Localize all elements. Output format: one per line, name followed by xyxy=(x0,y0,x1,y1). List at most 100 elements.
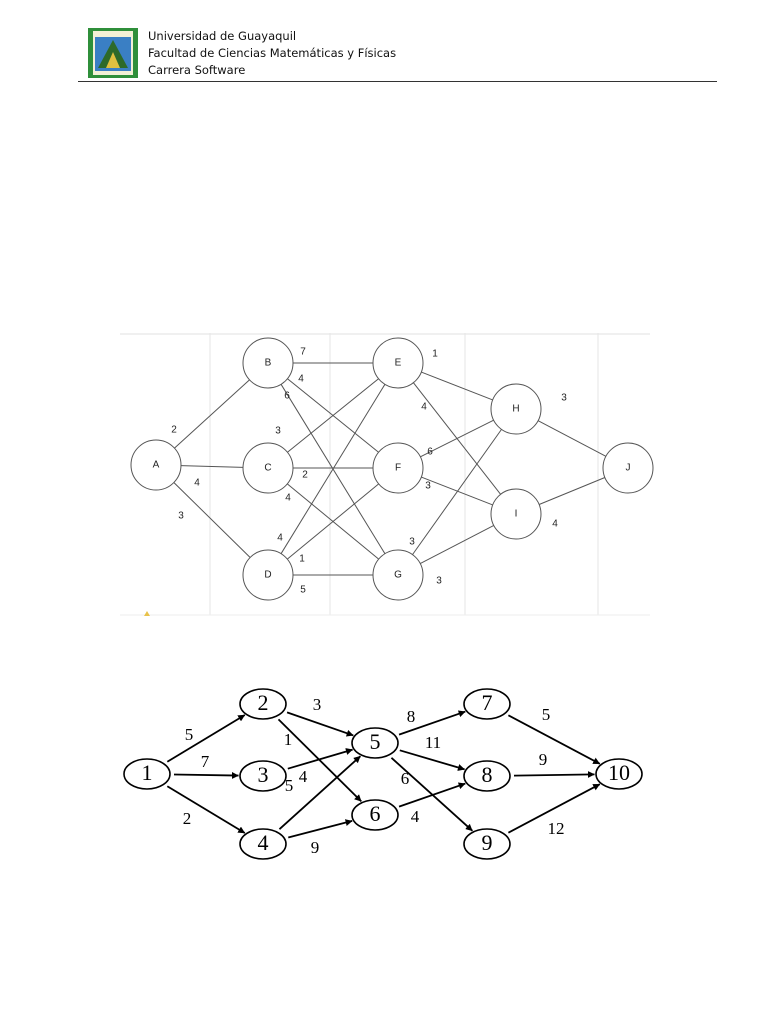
graph1-edge-G-I xyxy=(419,525,495,564)
graph1-weight-F-H: 6 xyxy=(427,447,433,458)
graph1-weight-C-G: 4 xyxy=(285,493,291,504)
university-logo xyxy=(88,28,138,78)
graph2-node-1 xyxy=(123,758,171,790)
graph1-weight-A-D: 3 xyxy=(178,511,184,522)
university-name: Universidad de Guayaquil xyxy=(148,29,297,43)
graph2-edge-1-3 xyxy=(173,771,239,779)
graph1-weight-G-I: 3 xyxy=(436,576,442,587)
graph2-node-10 xyxy=(595,758,643,790)
graph2-node-3 xyxy=(239,760,287,792)
graph2-node-7 xyxy=(463,688,511,720)
graph2-node-8 xyxy=(463,760,511,792)
graph2-node-label-3: 3 xyxy=(258,762,269,787)
graph2-node-label-7: 7 xyxy=(482,690,493,715)
graph1-weight-E-I: 4 xyxy=(421,402,427,413)
graph2-edge-1-4 xyxy=(166,785,246,834)
graph2-edge-4-5 xyxy=(278,755,362,830)
graph2-edge-2-5 xyxy=(286,711,354,737)
graph2-weight-4-6: 9 xyxy=(311,838,320,857)
graph2-edge-1-2 xyxy=(166,714,246,763)
graph1-weight-B-F: 4 xyxy=(298,374,304,385)
graph1-edge-E-H xyxy=(421,371,493,401)
graph2-node-label-9: 9 xyxy=(482,830,493,855)
graph2-node-9 xyxy=(463,828,511,860)
graph2-weight-5-7: 8 xyxy=(407,707,416,726)
graph1-weight-C-F: 2 xyxy=(302,470,308,481)
graph1-edge-G-H xyxy=(412,429,502,555)
graph1-node-G xyxy=(372,549,424,601)
graph1-node-E xyxy=(372,337,424,389)
graph1-weight-D-F: 1 xyxy=(299,554,305,565)
graph1-node-B xyxy=(242,337,294,389)
graph2-weight-5-9: 6 xyxy=(401,769,410,788)
graph1-node-F xyxy=(372,442,424,494)
institution-text: Universidad de Guayaquil Facultad de Cie… xyxy=(148,28,396,79)
graph2-weight-5-8: 11 xyxy=(425,733,441,752)
graph1-weight-B-E: 7 xyxy=(300,347,306,358)
graph1-weight-I-J: 4 xyxy=(552,519,558,530)
page-header: Universidad de Guayaquil Facultad de Cie… xyxy=(78,22,718,84)
graph2-weight-1-2: 5 xyxy=(185,725,194,744)
graph2-weight-2-5: 3 xyxy=(313,695,322,714)
graph1-edge-D-F xyxy=(286,483,380,560)
graph1-edge-A-C xyxy=(180,465,244,468)
graph2-weight-1-4: 2 xyxy=(183,809,192,828)
graph2-edge-6-8 xyxy=(398,782,466,808)
marker-icon xyxy=(144,611,150,616)
graph2-node-label-5: 5 xyxy=(370,729,381,754)
graph1-node-label-D: D xyxy=(264,570,271,581)
career-name: Carrera Software xyxy=(148,63,246,77)
graph1-edge-A-D xyxy=(173,482,251,558)
graph1-edges xyxy=(173,362,607,576)
graph1-node-label-F: F xyxy=(395,463,401,474)
graph1-edge-A-B xyxy=(174,379,250,449)
graph1-node-label-I: I xyxy=(515,509,518,520)
graph1-weight-H-J: 3 xyxy=(561,393,567,404)
graph2-node-label-6: 6 xyxy=(370,801,381,826)
graph2-node-label-8: 8 xyxy=(482,762,493,787)
graph1-weight-A-B: 2 xyxy=(171,425,177,436)
graph1-edge-H-J xyxy=(537,420,607,457)
graph2-weight-6-8: 4 xyxy=(411,807,420,826)
faculty-name: Facultad de Ciencias Matemáticas y Físic… xyxy=(148,46,397,60)
graph2-node-label-4: 4 xyxy=(258,830,269,855)
graph1-node-J xyxy=(602,442,654,494)
graph2-edge-8-10 xyxy=(513,770,595,778)
graph2-edge-2-6 xyxy=(277,718,362,803)
graph2-weight-4-5: 5 xyxy=(285,776,294,795)
graph2-edge-3-5 xyxy=(287,748,353,770)
graph1-node-label-G: G xyxy=(394,570,402,581)
graph1-weight-G-H: 3 xyxy=(409,537,415,548)
graph2-node-4 xyxy=(239,828,287,860)
graph1-node-label-B: B xyxy=(265,358,272,369)
graph1-edge-C-E xyxy=(287,378,379,453)
graph2-weight-9-10: 12 xyxy=(548,819,565,838)
graph1-node-label-E: E xyxy=(395,358,402,369)
graph2-weight-8-10: 9 xyxy=(539,750,548,769)
graph1-node-D xyxy=(242,549,294,601)
header-divider xyxy=(78,81,717,82)
graph1-weight-D-G: 5 xyxy=(300,585,306,596)
graph2-edge-5-8 xyxy=(399,749,465,771)
graph1-weight-D-E: 4 xyxy=(277,533,283,544)
graph2-weight-1-3: 7 xyxy=(201,752,210,771)
graph2-edge-5-7 xyxy=(398,710,466,736)
graph2-weight-3-5: 4 xyxy=(299,767,308,786)
graph1-node-label-H: H xyxy=(512,404,519,415)
graph1-node-label-J: J xyxy=(626,463,631,474)
graph2-node-6 xyxy=(351,799,399,831)
graph2-edges xyxy=(166,710,601,839)
graph1-edge-F-I xyxy=(421,476,493,506)
graph2-node-label-1: 1 xyxy=(142,760,153,785)
graph1-edge-D-E xyxy=(280,384,386,554)
graph1-weight-A-C: 4 xyxy=(194,478,200,489)
graph2-weight-7-10: 5 xyxy=(542,705,551,724)
graph1-node-A xyxy=(130,439,182,491)
